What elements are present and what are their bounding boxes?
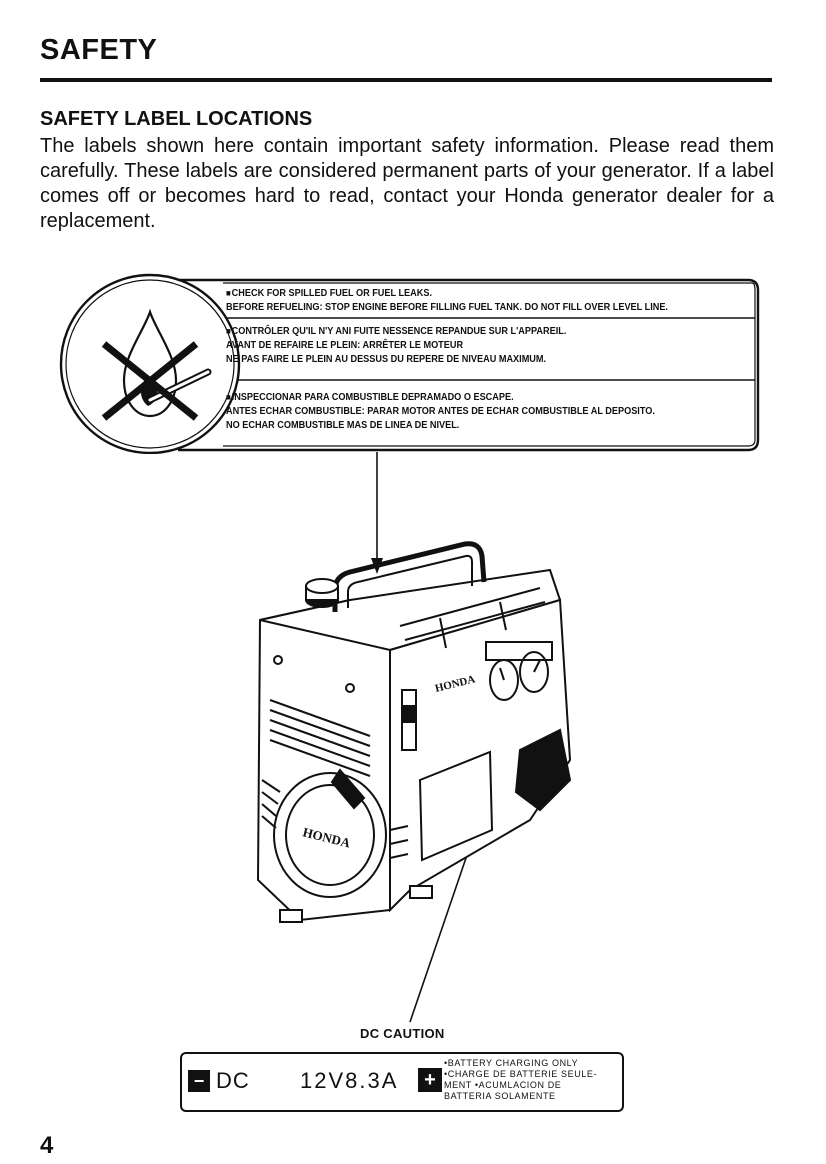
label-english-text: CHECK FOR SPILLED FUEL OR FUEL LEAKS. BE…	[226, 286, 692, 315]
label-line: INSPECCIONAR PARA COMBUSTIBLE DEPRAMADO …	[226, 390, 692, 405]
dc-note-line: •BATTERY CHARGING ONLY	[444, 1058, 579, 1068]
label-line: NE PAS FAIRE LE PLEIN AU DESSUS DU REPER…	[226, 354, 547, 365]
positive-terminal-icon: +	[418, 1068, 442, 1092]
label-french-text: CONTRÔLER QU'IL N'Y ANI FUITE NESSENCE R…	[226, 324, 692, 367]
fuel-safety-label: CHECK FOR SPILLED FUEL OR FUEL LEAKS. BE…	[58, 268, 762, 454]
label-frame	[59, 273, 760, 454]
no-flame-fuel-icon	[101, 308, 212, 421]
dc-notes: •BATTERY CHARGING ONLY •CHARGE DE BATTER…	[444, 1058, 618, 1102]
label-line: CONTRÔLER QU'IL N'Y ANI FUITE NESSENCE R…	[226, 324, 692, 339]
section-title: SAFETY LABEL LOCATIONS	[40, 108, 313, 130]
label-line: ANTES ECHAR COMBUSTIBLE: PARAR MOTOR ANT…	[226, 406, 655, 417]
heading-rule	[40, 78, 772, 82]
intro-paragraph: The labels shown here contain important …	[40, 135, 774, 232]
label-line: AVANT DE REFAIRE LE PLEIN: ARRÊTER LE MO…	[226, 340, 464, 351]
page-heading: SAFETY	[40, 34, 158, 66]
dc-caution-caption: DC CAUTION	[360, 1026, 445, 1041]
generator-illustration: HONDA HONDA	[256, 541, 572, 923]
label-spanish-text: INSPECCIONAR PARA COMBUSTIBLE DEPRAMADO …	[226, 390, 692, 433]
dc-note-line: •CHARGE DE BATTERIE SEULE-	[444, 1069, 598, 1079]
label-line: CHECK FOR SPILLED FUEL OR FUEL LEAKS.	[226, 286, 692, 301]
dc-note-line: BATTERIA SOLAMENTE	[444, 1091, 556, 1101]
label-line: BEFORE REFUELING: STOP ENGINE BEFORE FIL…	[226, 302, 668, 313]
dc-rating: 12V8.3A	[300, 1068, 399, 1093]
dc-text: DC	[216, 1068, 250, 1093]
label-line: NO ECHAR COMBUSTIBLE MAS DE LINEA DE NIV…	[226, 420, 460, 431]
page-number: 4	[40, 1132, 54, 1159]
dc-caution-label: − DC 12V8.3A + •BATTERY CHARGING ONLY •C…	[180, 1052, 624, 1112]
dc-note-line: MENT •ACUMLACION DE	[444, 1080, 562, 1090]
negative-terminal-icon: −	[188, 1070, 210, 1092]
